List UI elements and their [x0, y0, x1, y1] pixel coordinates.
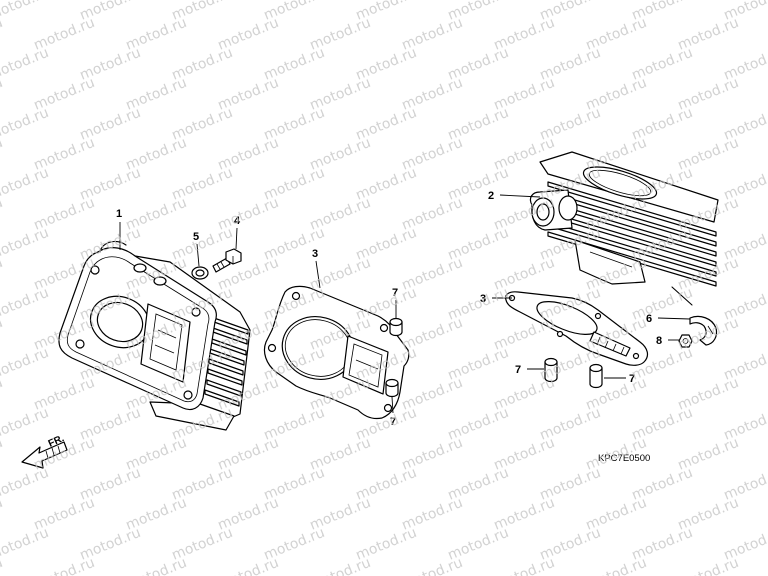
flange-bolt: [678, 334, 693, 348]
watermark-text: motod.ru: [0, 285, 51, 324]
watermark-text: motod.ru: [124, 555, 190, 576]
callout-7-left-bottom: 7: [390, 416, 396, 428]
watermark-text: motod.ru: [0, 405, 51, 444]
watermark-text: motod.ru: [0, 45, 51, 84]
watermark-text: motod.ru: [0, 435, 5, 474]
dowel-pin-left-bottom: [385, 378, 399, 398]
dowel-pin-right-b: [589, 363, 603, 389]
watermark-text: motod.ru: [32, 555, 98, 576]
dowel-pin-left-top: [389, 317, 403, 337]
watermark-text: motod.ru: [0, 495, 5, 534]
watermark-text: motod.ru: [308, 555, 374, 576]
callout-2: 2: [488, 190, 494, 202]
watermark-text: motod.ru: [0, 195, 5, 234]
watermark-text: motod.ru: [400, 555, 466, 576]
watermark-text: motod.ru: [0, 525, 51, 564]
hose-clip: [689, 315, 718, 346]
sensor-bolt: [212, 248, 242, 273]
watermark-text: motod.ru: [0, 375, 5, 414]
watermark-text: motod.ru: [0, 0, 51, 24]
watermark-text: motod.ru: [0, 315, 5, 354]
cylinder-gasket-right: [505, 291, 649, 366]
callout-8: 8: [656, 335, 662, 347]
cooling-fins-right: [547, 181, 717, 287]
dowel-pin-right-a: [544, 357, 558, 383]
watermark-text: motod.ru: [0, 75, 5, 114]
cylinder-gasket-left: [263, 285, 410, 420]
callout-7-left-top: 7: [392, 287, 398, 299]
watermark-text: motod.ru: [584, 555, 650, 576]
callout-3-left: 3: [312, 248, 318, 260]
watermark-text: motod.ru: [0, 555, 5, 576]
figure-code: KPC7E0500: [598, 453, 650, 464]
watermark-text: motod.ru: [676, 555, 742, 576]
watermark-text: motod.ru: [0, 15, 5, 54]
callout-5: 5: [193, 231, 199, 243]
callout-3-right: 3: [480, 293, 486, 305]
watermark-text: motod.ru: [0, 105, 51, 144]
front-arrow-icon: [21, 441, 68, 469]
watermark-text: motod.ru: [0, 255, 5, 294]
front-direction-marker: FR.: [21, 433, 68, 469]
watermark-text: motod.ru: [0, 135, 5, 174]
callout-7-right-a: 7: [515, 364, 521, 376]
cylinder-block-left: [58, 240, 251, 431]
callout-1: 1: [116, 208, 122, 220]
watermark-text: motod.ru: [0, 345, 51, 384]
cylinder-block-right: [529, 151, 719, 306]
watermark-text: motod.ru: [216, 555, 282, 576]
leader-lines: [119, 194, 691, 414]
callout-7-right-b: 7: [629, 373, 635, 385]
callout-4: 4: [234, 215, 241, 227]
watermark-text: motod.ru: [0, 225, 51, 264]
sealing-washer: [191, 266, 209, 280]
watermark-text: motod.ru: [0, 465, 51, 504]
watermark-text: motod.ru: [0, 165, 51, 204]
callout-6: 6: [646, 313, 652, 325]
watermark-text: motod.ru: [492, 555, 558, 576]
